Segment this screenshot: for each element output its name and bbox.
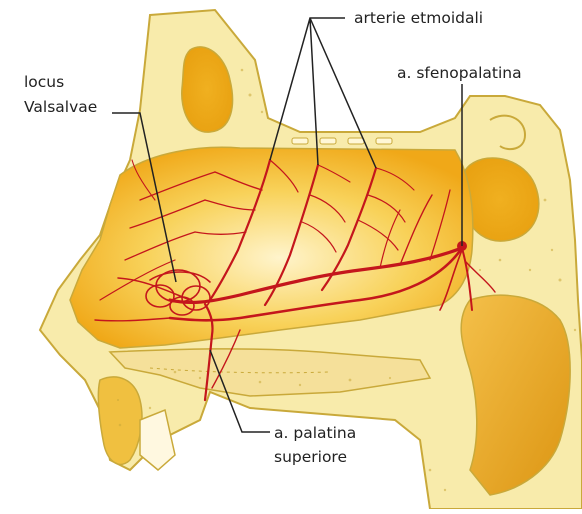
- upper-lip: [98, 377, 142, 464]
- label-sfenopalatina: a. sfenopalatina: [397, 64, 522, 83]
- label-valsalvae: Valsalvae: [24, 98, 97, 117]
- label-locus: locus: [24, 73, 64, 92]
- label-palatina: a. palatina: [274, 424, 356, 443]
- label-superiore: superiore: [274, 448, 347, 467]
- label-arterie-etmoidali: arterie etmoidali: [354, 9, 483, 28]
